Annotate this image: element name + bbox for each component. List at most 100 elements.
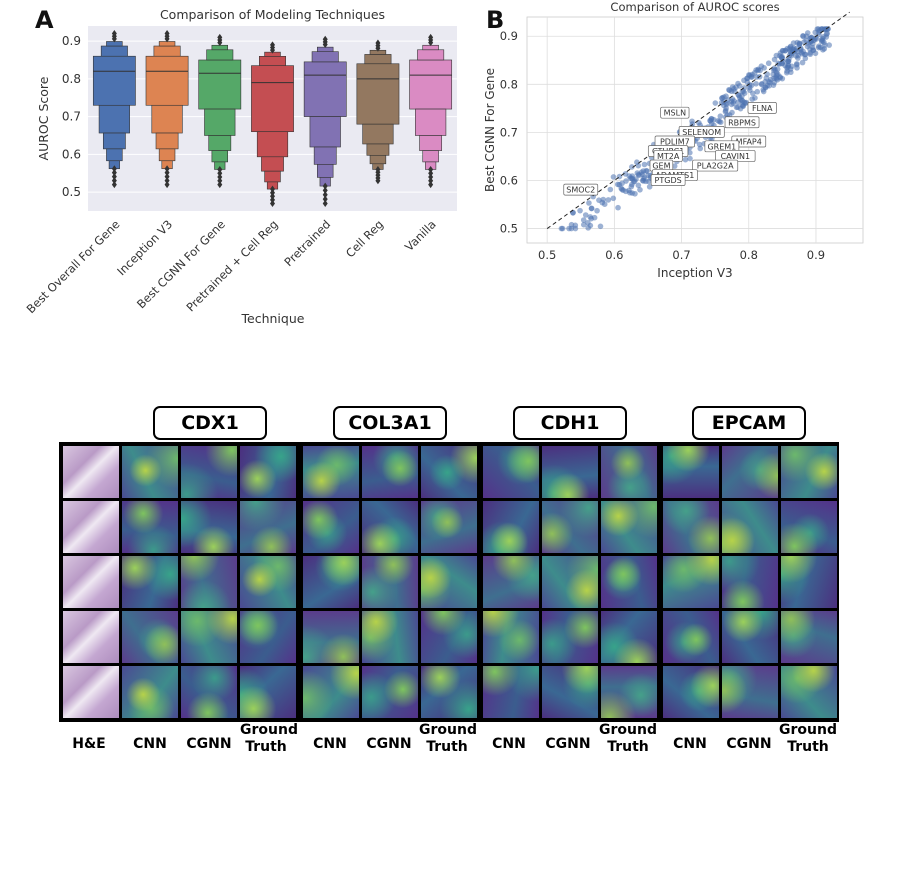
scatter-point	[726, 112, 733, 118]
outlier-marker	[322, 41, 328, 48]
scatter-point	[782, 47, 788, 54]
col-label-cnn: CNN	[313, 736, 347, 752]
expression-tile	[722, 556, 778, 608]
scatter-point	[736, 83, 743, 89]
annotation-label: SELENOM	[682, 128, 721, 137]
expression-tile	[542, 501, 598, 553]
outlier-marker	[322, 182, 328, 190]
gene-header-epcam: EPCAM	[692, 406, 806, 440]
he-tissue-tile	[63, 501, 119, 553]
expression-tile	[240, 501, 296, 553]
outlier-marker	[322, 191, 328, 199]
boxen-box	[369, 155, 387, 165]
expression-tile	[542, 666, 598, 718]
scatter-point	[753, 67, 759, 73]
expression-tile	[181, 556, 237, 608]
boxen-box	[311, 51, 339, 63]
annotation-label: PTGDS	[655, 176, 682, 185]
reference-line	[546, 11, 850, 229]
scatter-point	[696, 141, 703, 148]
expression-tile	[181, 446, 237, 498]
chart-title: Comparison of Modeling Techniques	[160, 7, 385, 22]
scatter-point	[580, 221, 587, 228]
boxen-box	[206, 49, 234, 61]
outlier-marker	[428, 177, 434, 185]
scatter-point	[721, 102, 727, 109]
scatter-point	[753, 80, 759, 87]
expression-tile	[722, 446, 778, 498]
scatter-point	[736, 92, 742, 99]
expression-tile	[663, 666, 719, 718]
he-tissue-tile	[63, 446, 119, 498]
expression-tile	[122, 446, 178, 498]
boxen-box	[303, 61, 347, 117]
expression-tile	[122, 556, 178, 608]
scatter-point	[632, 190, 638, 197]
expression-tile	[601, 611, 657, 663]
scatter-point	[580, 217, 587, 223]
outlier-marker	[270, 189, 275, 197]
scatter-point	[778, 60, 785, 67]
scatter-point	[778, 54, 785, 61]
scatter-point	[746, 72, 752, 78]
expression-tile	[362, 611, 418, 663]
scatter-point	[826, 42, 832, 48]
expression-tile	[303, 446, 359, 498]
outlier-marker	[164, 169, 170, 177]
expression-tile	[421, 666, 477, 718]
col-label-cnn: CNN	[673, 736, 707, 752]
scatter-point	[597, 223, 604, 230]
boxen-box	[153, 45, 181, 57]
expression-tile	[483, 666, 539, 718]
boxen-box	[155, 132, 179, 150]
y-tick-label: 0.6	[62, 147, 81, 161]
x-tick-label: 0.8	[740, 248, 758, 262]
expression-tile	[421, 611, 477, 663]
scatter-point	[764, 71, 770, 78]
scatter-point	[760, 86, 767, 93]
scatter-point	[749, 96, 756, 102]
scatter-point	[712, 100, 719, 106]
scatter-point	[586, 200, 592, 206]
scatter-point	[572, 222, 579, 229]
scatter-point	[637, 186, 643, 193]
outlier-marker	[322, 186, 328, 194]
expression-tile	[122, 501, 178, 553]
scatter-point	[641, 161, 648, 168]
expression-tile	[722, 611, 778, 663]
outlier-marker	[164, 165, 170, 173]
expression-tile	[722, 666, 778, 718]
scatter-point	[794, 60, 800, 67]
expression-tile	[362, 556, 418, 608]
expression-tile	[663, 501, 719, 553]
y-tick-label: 0.8	[62, 72, 81, 86]
expression-tile	[483, 446, 539, 498]
x-tick-label: 0.5	[538, 248, 556, 262]
boxen-box	[208, 135, 232, 151]
col-label-ground-truth: Ground Truth	[779, 722, 837, 755]
scatter-point	[720, 94, 727, 100]
scatter-point	[558, 225, 565, 232]
col-label-cgnn: CGNN	[366, 736, 412, 752]
scatter-point	[766, 78, 772, 85]
outlier-marker	[428, 165, 434, 173]
outlier-marker	[217, 181, 223, 189]
y-tick-label: 0.8	[500, 77, 518, 91]
gene-panel	[659, 442, 839, 722]
scatter-point	[629, 164, 635, 170]
col-label-cgnn: CGNN	[545, 736, 591, 752]
scatter-point	[761, 65, 767, 71]
outlier-marker	[270, 196, 275, 204]
scatter-point	[772, 67, 778, 73]
expression-tile	[240, 666, 296, 718]
scatter-point	[812, 29, 819, 36]
annotation-label: PLA2G2A	[697, 162, 734, 171]
outlier-marker	[270, 185, 275, 193]
col-label-cnn: CNN	[133, 736, 167, 752]
boxen-box	[264, 170, 281, 183]
scatter-point	[794, 65, 800, 71]
scatter-point	[708, 115, 715, 122]
scatter-point	[783, 69, 790, 76]
spatial-expression-grid	[59, 442, 839, 722]
col-label-ground-truth: Ground Truth	[419, 722, 477, 755]
